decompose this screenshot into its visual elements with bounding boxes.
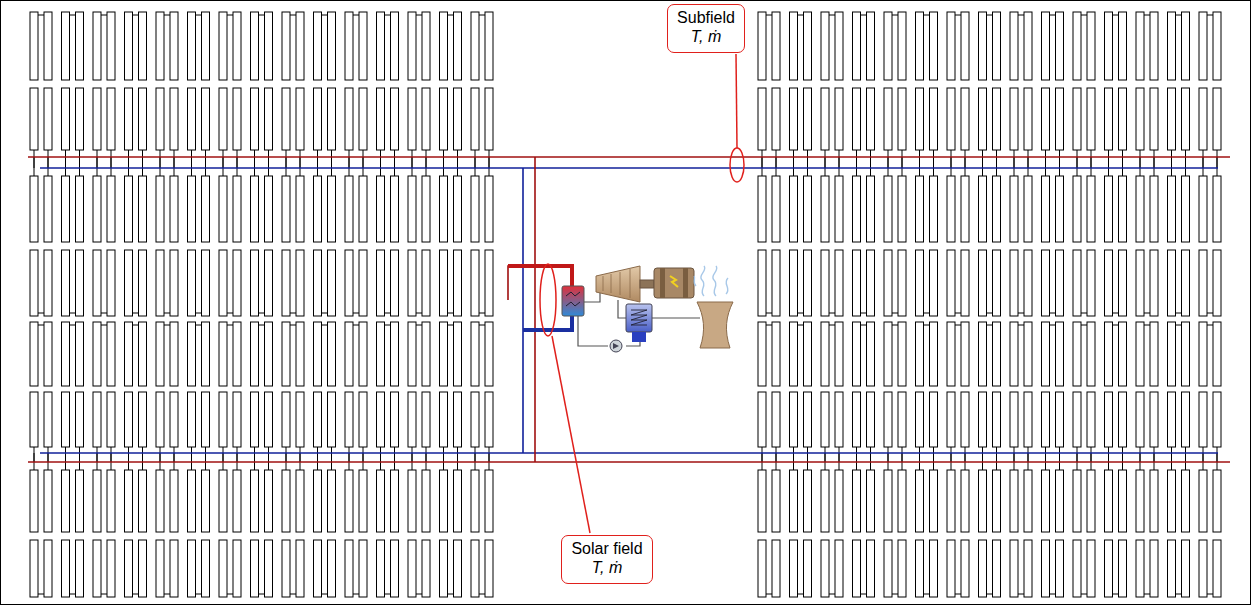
power-block [562,266,733,352]
headers [28,157,1230,462]
cooling-tower [697,302,733,348]
callout-box: SubfieldT, ṁ [667,4,745,53]
callout-leaders [540,54,744,533]
callout-box: Solar fieldT, ṁ [561,535,653,584]
heat-exchanger [562,286,584,316]
turbine [596,266,640,302]
callout-variables: T, ṁ [676,27,736,46]
collector-loops [30,12,1221,597]
callout-variables: T, ṁ [570,558,644,577]
steam [694,266,728,296]
condenser [626,304,652,332]
generator [654,268,694,298]
callout-label: Solar field [570,539,644,558]
pump [610,340,622,352]
callout-label: Subfield [676,8,736,27]
